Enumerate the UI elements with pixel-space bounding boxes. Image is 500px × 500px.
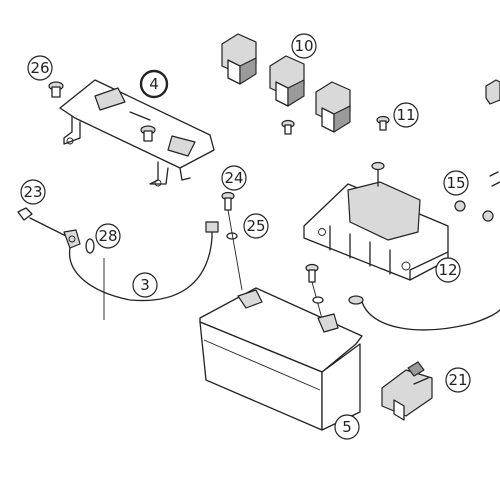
callout-28-label: 28	[98, 227, 117, 245]
callout-15-label: 15	[446, 174, 465, 192]
callout-21-label: 21	[448, 371, 467, 389]
callout-5-label: 5	[342, 418, 352, 436]
callout-11-label: 11	[396, 106, 415, 124]
starter-cable-part	[348, 295, 500, 331]
battery-terminal-screws	[221, 191, 325, 327]
callout-10: 10	[291, 33, 317, 59]
bracket-screw-part	[140, 125, 156, 142]
callout-28: 28	[95, 223, 121, 249]
screw-26-part	[48, 81, 64, 98]
relay-parts	[221, 33, 500, 133]
callout-25: 25	[243, 213, 269, 239]
callout-25-label: 25	[246, 217, 265, 235]
callout-15: 15	[443, 170, 469, 196]
callout-21: 21	[445, 367, 471, 393]
callout-4-label: 4	[149, 75, 159, 93]
callout-23: 23	[20, 179, 46, 205]
callout-24-label: 24	[224, 169, 243, 187]
callout-4: 4	[139, 69, 169, 99]
callout-4-highlight-ring	[139, 69, 169, 99]
battery-bracket-part	[59, 79, 215, 187]
callout-5: 5	[334, 414, 360, 440]
callout-26-label: 26	[30, 59, 49, 77]
callout-24: 24	[221, 165, 247, 191]
battery-part	[199, 287, 363, 431]
callout-12: 12	[435, 257, 461, 283]
battery-cable-part	[17, 207, 219, 320]
starter-relay-part	[381, 361, 433, 421]
callout-23-label: 23	[23, 183, 42, 201]
screws-15-part	[454, 171, 500, 222]
callout-12-label: 12	[438, 261, 457, 279]
callout-10-label: 10	[294, 37, 313, 55]
mounting-plate-part	[303, 161, 449, 281]
callout-11: 11	[393, 102, 419, 128]
screws-11-part	[281, 115, 390, 135]
callout-3: 3	[132, 272, 158, 298]
callout-26: 26	[27, 55, 53, 81]
callout-3-label: 3	[140, 276, 150, 294]
